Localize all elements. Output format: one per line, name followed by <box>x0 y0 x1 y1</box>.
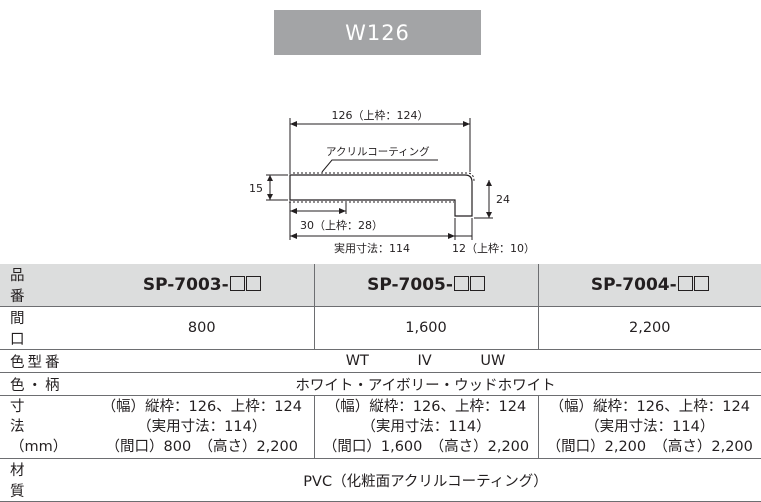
dim-effective-arrow-left <box>290 233 297 239</box>
blank-box-icon <box>245 276 261 291</box>
size-cell-1: （幅）縦枠：126、上枠：124 （実用寸法：114） （間口）800 （高さ）… <box>90 395 315 459</box>
dim-top-arrow-right <box>463 121 470 127</box>
dim-lip-label: 30（上枠：28） <box>300 218 383 232</box>
size-cell-3: （幅）縦枠：126、上枠：124 （実用寸法：114） （間口）2,200 （高… <box>538 395 761 459</box>
opening-value-1: 800 <box>90 306 315 350</box>
dim-effective-arrow-right <box>448 233 455 239</box>
dim-bottom-right-label: 12（上枠：10） <box>452 241 535 255</box>
profile-coating <box>289 172 475 182</box>
size-cell-2: （幅）縦枠：126、上枠：124 （実用寸法：114） （間口）1,600 （高… <box>314 395 539 459</box>
series-title: W126 <box>345 20 410 45</box>
color-value: ホワイト・アイボリー・ウッドホワイト <box>90 372 761 396</box>
label-size-unit: （mm） <box>10 439 68 455</box>
series-title-banner: W126 <box>274 10 481 55</box>
dim-right-arrow-bottom <box>486 212 492 218</box>
blank-box-icon <box>229 276 245 291</box>
opening-value-3: 2,200 <box>538 306 761 350</box>
row-material: 材 質 PVC（化粧面アクリルコーティング） <box>0 458 761 502</box>
row-color-code: 色型番 WT IV UW <box>0 349 761 373</box>
spec-table: 品 番 SP-7003- SP-7005- SP-7004- 間 口 800 1… <box>0 264 761 502</box>
dim-effective-label: 実用寸法：114 <box>334 241 410 255</box>
dim-right-label: 24 <box>496 193 510 206</box>
label-material: 材 質 <box>10 463 67 500</box>
coating-leader <box>321 159 438 173</box>
dim-top-arrow-left <box>290 121 297 127</box>
label-color: 色・柄 <box>10 377 63 394</box>
dim-top-label: 126（上枠：124） <box>332 108 429 122</box>
product-code-2: SP-7005- <box>314 264 539 307</box>
dim-right-arrow-top <box>486 180 492 186</box>
color-code-uw: UW <box>480 353 506 369</box>
row-product-number: 品 番 SP-7003- SP-7005- SP-7004- <box>0 264 761 307</box>
row-opening: 間 口 800 1,600 2,200 <box>0 306 761 350</box>
label-size: 寸 法 <box>10 399 67 435</box>
color-code-wt: WT <box>345 353 369 369</box>
dim-left-arrow-bottom <box>267 194 273 200</box>
profile-shape <box>289 174 473 217</box>
product-code-1: SP-7003- <box>90 264 315 307</box>
color-code-iv: IV <box>417 353 432 369</box>
row-size: 寸 法 （mm） （幅）縦枠：126、上枠：124 （実用寸法：114） （間口… <box>0 395 761 459</box>
cross-section-diagram: 126（上枠：124） アクリルコーティング 15 24 30（上枠：28） 実… <box>249 108 535 255</box>
blank-box-icon <box>453 276 469 291</box>
dim-lip-arrow-right <box>339 208 346 214</box>
blank-box-icon <box>677 276 693 291</box>
row-color: 色・柄 ホワイト・アイボリー・ウッドホワイト <box>0 372 761 396</box>
opening-value-2: 1,600 <box>314 306 539 350</box>
color-codes: WT IV UW <box>90 349 761 373</box>
blank-box-icon <box>469 276 485 291</box>
label-product-number: 品 番 <box>0 264 90 307</box>
label-color-code: 色型番 <box>10 354 63 371</box>
dim-left-arrow-top <box>267 175 273 181</box>
coating-label: アクリルコーティング <box>326 145 430 158</box>
product-code-3: SP-7004- <box>538 264 761 307</box>
material-value: PVC（化粧面アクリルコーティング） <box>90 458 761 502</box>
label-opening: 間 口 <box>10 311 67 348</box>
dim-left-label: 15 <box>249 182 263 195</box>
dim-lip-arrow-left <box>290 208 297 214</box>
blank-box-icon <box>693 276 709 291</box>
